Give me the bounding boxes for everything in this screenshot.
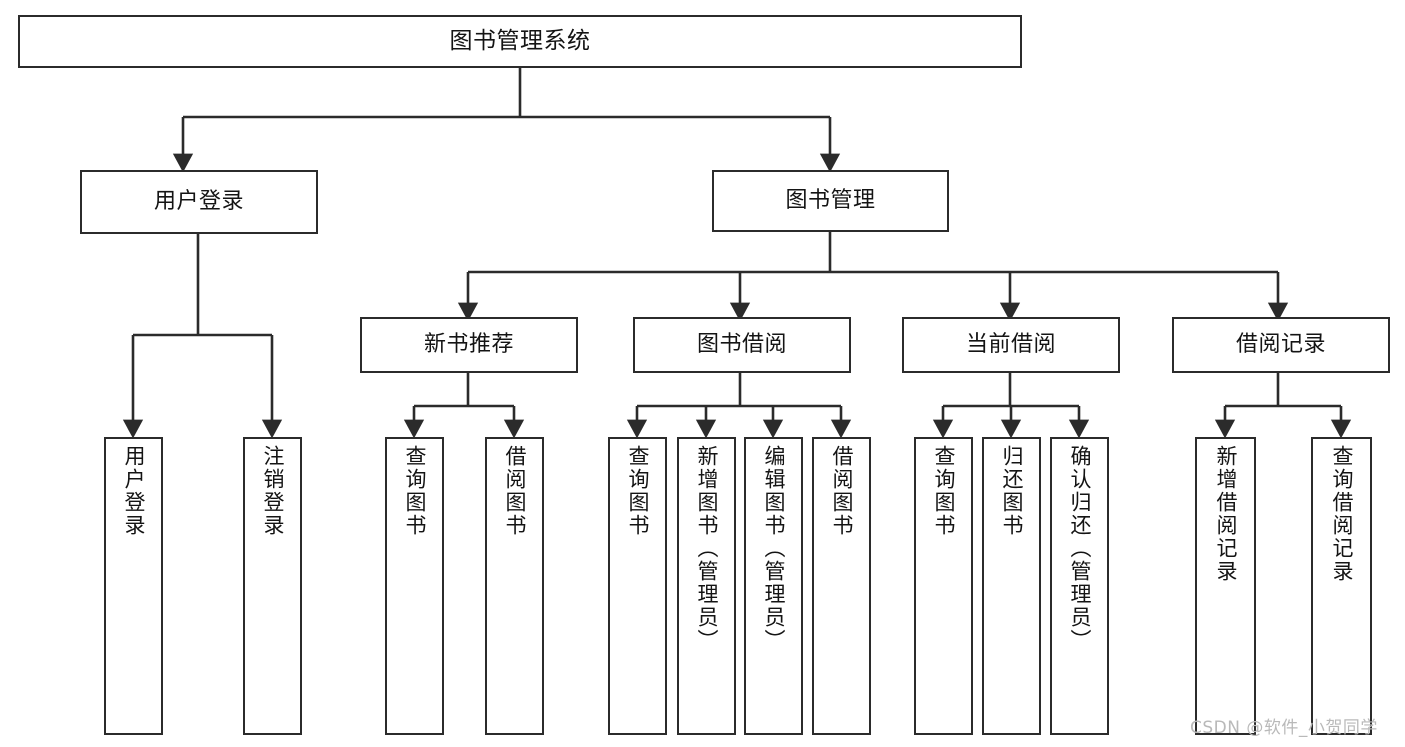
node-book-borrow-label: 图书借阅 (696, 332, 787, 358)
node-leaf-user-login-label: 用户登录 (122, 445, 146, 537)
node-leaf-borrow-book-2-label: 借阅图书 (830, 445, 854, 537)
node-current-borrow-label: 当前借阅 (965, 332, 1056, 358)
node-leaf-query-book-3[interactable]: 查询图书 (914, 437, 973, 735)
node-leaf-add-record-label: 新增借阅记录 (1214, 445, 1238, 583)
node-new-book-recommend-label: 新书推荐 (423, 332, 514, 358)
node-leaf-query-book-1[interactable]: 查询图书 (385, 437, 444, 735)
node-leaf-edit-book-label: 编辑图书（管理员） (762, 445, 786, 652)
node-user-login[interactable]: 用户登录 (80, 170, 318, 234)
node-leaf-query-book-2-label: 查询图书 (626, 445, 650, 537)
node-leaf-query-record[interactable]: 查询借阅记录 (1311, 437, 1372, 735)
node-leaf-confirm-return[interactable]: 确认归还（管理员） (1050, 437, 1109, 735)
node-user-login-label: 用户登录 (153, 189, 244, 215)
node-leaf-add-record[interactable]: 新增借阅记录 (1195, 437, 1256, 735)
node-borrow-record[interactable]: 借阅记录 (1172, 317, 1390, 373)
node-root[interactable]: 图书管理系统 (18, 15, 1022, 68)
node-leaf-return-book-label: 归还图书 (1000, 445, 1024, 537)
node-leaf-confirm-return-label: 确认归还（管理员） (1068, 445, 1092, 652)
node-leaf-query-record-label: 查询借阅记录 (1330, 445, 1354, 583)
node-leaf-borrow-book-2[interactable]: 借阅图书 (812, 437, 871, 735)
node-leaf-logout[interactable]: 注销登录 (243, 437, 302, 735)
node-book-borrow[interactable]: 图书借阅 (633, 317, 851, 373)
node-new-book-recommend[interactable]: 新书推荐 (360, 317, 578, 373)
node-leaf-query-book-3-label: 查询图书 (932, 445, 956, 537)
node-leaf-return-book[interactable]: 归还图书 (982, 437, 1041, 735)
node-leaf-logout-label: 注销登录 (261, 445, 285, 537)
node-leaf-edit-book[interactable]: 编辑图书（管理员） (744, 437, 803, 735)
node-leaf-user-login[interactable]: 用户登录 (104, 437, 163, 735)
node-leaf-borrow-book-1-label: 借阅图书 (503, 445, 527, 537)
node-leaf-borrow-book-1[interactable]: 借阅图书 (485, 437, 544, 735)
csdn-watermark: CSDN @软件_小贺同学 (1190, 718, 1378, 738)
node-leaf-add-book[interactable]: 新增图书（管理员） (677, 437, 736, 735)
node-root-label: 图书管理系统 (449, 27, 591, 54)
node-leaf-query-book-2[interactable]: 查询图书 (608, 437, 667, 735)
node-current-borrow[interactable]: 当前借阅 (902, 317, 1120, 373)
node-book-manage-label: 图书管理 (785, 188, 876, 214)
node-leaf-query-book-1-label: 查询图书 (403, 445, 427, 537)
node-borrow-record-label: 借阅记录 (1235, 332, 1326, 358)
node-leaf-add-book-label: 新增图书（管理员） (695, 445, 719, 652)
node-book-manage[interactable]: 图书管理 (712, 170, 949, 232)
